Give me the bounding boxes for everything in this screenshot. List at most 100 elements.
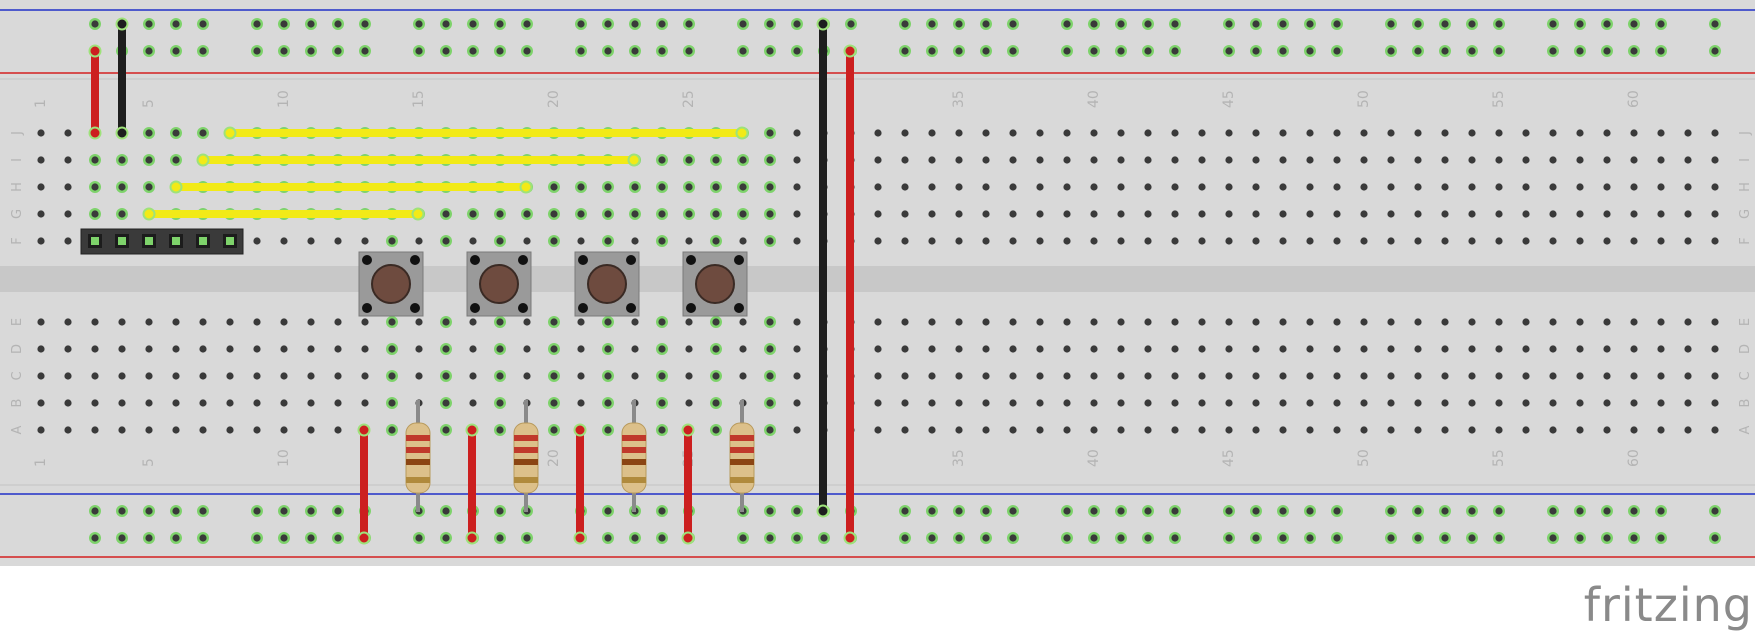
- hole-D61: [1657, 345, 1665, 353]
- hole-H55: [1495, 183, 1503, 191]
- top-col-label-25: 25: [681, 90, 697, 108]
- hole-C19: [523, 372, 531, 380]
- hole-B39: [1063, 399, 1071, 407]
- hole-F11: [307, 237, 315, 245]
- hole-C10: [280, 372, 288, 380]
- rail-bot-0-6-1: [1090, 507, 1098, 515]
- rail-top-1-2-3: [496, 47, 504, 55]
- hole-H48: [1306, 183, 1314, 191]
- rail-bot-1-6-0: [1063, 534, 1071, 542]
- hole-C53: [1441, 372, 1449, 380]
- hole-I26: [712, 156, 720, 164]
- hole-B22: [604, 399, 612, 407]
- hole-C63: [1711, 372, 1719, 380]
- hole-J28: [766, 129, 774, 137]
- hole-H2: [64, 183, 72, 191]
- resistor-3-band-4: [622, 477, 646, 483]
- rail-top-1-6-1: [1090, 47, 1098, 55]
- rail-top-1-3-2: [631, 47, 639, 55]
- hole-B33: [901, 399, 909, 407]
- rail-top-1-10-0: [1711, 47, 1719, 55]
- rail-bot-1-0-0: [91, 534, 99, 542]
- hole-B34: [928, 399, 936, 407]
- wire-black-rail-link-end-1: [816, 17, 830, 31]
- hole-C3: [91, 372, 99, 380]
- hole-A51: [1387, 426, 1395, 434]
- rail-bot-0-6-3: [1144, 507, 1152, 515]
- hole-G28: [766, 210, 774, 218]
- rail-top-0-5-3: [982, 20, 990, 28]
- hole-E14: [388, 318, 396, 326]
- hole-D26: [712, 345, 720, 353]
- hole-H63: [1711, 183, 1719, 191]
- rail-bot-0-5-1: [928, 507, 936, 515]
- hole-D50: [1360, 345, 1368, 353]
- hole-H62: [1684, 183, 1692, 191]
- hole-C36: [982, 372, 990, 380]
- hole-D29: [793, 345, 801, 353]
- hole-I36: [982, 156, 990, 164]
- rail-top-0-0-3: [172, 20, 180, 28]
- rail-bot-0-10-0: [1711, 507, 1719, 515]
- hole-F40: [1090, 237, 1098, 245]
- rail-bot-1-3-2: [631, 534, 639, 542]
- rail-top-1-5-1: [928, 47, 936, 55]
- hole-J34: [928, 129, 936, 137]
- hole-A57: [1549, 426, 1557, 434]
- wire-red-button-3-end-2: [573, 531, 587, 545]
- hole-B20: [550, 399, 558, 407]
- rail-top-0-7-0: [1225, 20, 1233, 28]
- resistor-2-band-3: [514, 459, 538, 465]
- hole-G40: [1090, 210, 1098, 218]
- hole-A4: [118, 426, 126, 434]
- hole-I39: [1063, 156, 1071, 164]
- rail-top-1-4-2: [793, 47, 801, 55]
- hole-D20: [550, 345, 558, 353]
- hole-F35: [955, 237, 963, 245]
- hole-F26: [712, 237, 720, 245]
- rail-top-0-2-0: [415, 20, 423, 28]
- hole-A10: [280, 426, 288, 434]
- top-col-label-20: 20: [546, 90, 562, 108]
- resistor-1-band-3: [406, 459, 430, 465]
- hole-E1: [37, 318, 45, 326]
- hole-B53: [1441, 399, 1449, 407]
- rail-top-0-6-2: [1117, 20, 1125, 28]
- hole-D32: [874, 345, 882, 353]
- hole-E3: [91, 318, 99, 326]
- hole-H45: [1225, 183, 1233, 191]
- rail-bot-0-9-3: [1630, 507, 1638, 515]
- hole-D40: [1090, 345, 1098, 353]
- rail-bot-1-8-1: [1414, 534, 1422, 542]
- hole-C61: [1657, 372, 1665, 380]
- hole-A7: [199, 426, 207, 434]
- bottom-col-label-60: 60: [1626, 449, 1642, 467]
- hole-J52: [1414, 129, 1422, 137]
- rail-bot-0-8-2: [1441, 507, 1449, 515]
- rail-bot-1-4-0: [739, 534, 747, 542]
- hole-A6: [172, 426, 180, 434]
- rail-bot-1-4-1: [766, 534, 774, 542]
- hole-G42: [1144, 210, 1152, 218]
- hole-H46: [1252, 183, 1260, 191]
- hole-D42: [1144, 345, 1152, 353]
- row-label-right-J: J: [1738, 131, 1753, 136]
- rail-top-0-1-4: [361, 20, 369, 28]
- hole-I4: [118, 156, 126, 164]
- hole-B13: [361, 399, 369, 407]
- hole-B42: [1144, 399, 1152, 407]
- hole-C41: [1117, 372, 1125, 380]
- hole-C18: [496, 372, 504, 380]
- hole-B57: [1549, 399, 1557, 407]
- hole-F20: [550, 237, 558, 245]
- hole-D48: [1306, 345, 1314, 353]
- hole-F16: [442, 237, 450, 245]
- rail-bot-1-9-2: [1603, 534, 1611, 542]
- hole-A44: [1198, 426, 1206, 434]
- hole-C4: [118, 372, 126, 380]
- top-col-label-5: 5: [141, 99, 157, 108]
- hole-E40: [1090, 318, 1098, 326]
- hole-D58: [1576, 345, 1584, 353]
- hole-D63: [1711, 345, 1719, 353]
- hole-C54: [1468, 372, 1476, 380]
